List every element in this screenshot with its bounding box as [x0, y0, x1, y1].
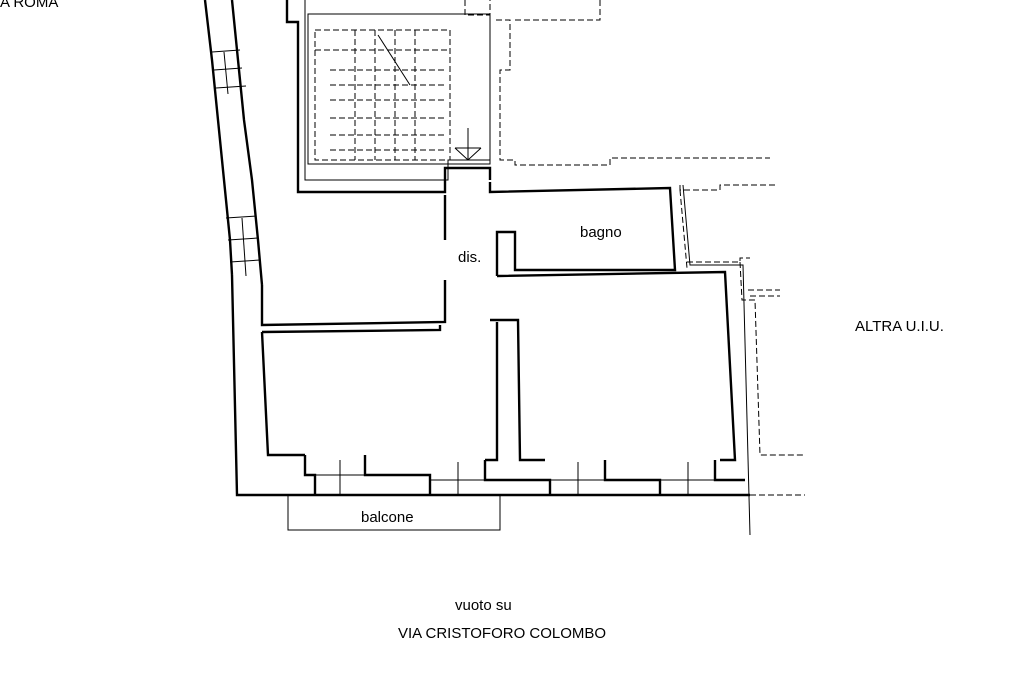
- interior-walls: [230, 182, 737, 497]
- front-facade-wall: [303, 455, 750, 497]
- stairwell: [285, 0, 770, 194]
- neighbor-unit-label: ALTRA U.I.U.: [855, 318, 944, 335]
- entrance-arrow-icon: [454, 128, 482, 161]
- window-left-lower: [225, 215, 261, 277]
- street-label-colombo: VIA CRISTOFORO COLOMBO: [398, 625, 606, 642]
- window-left-upper: [211, 49, 247, 95]
- window-front-3: [550, 462, 605, 495]
- balcony-label: balcone: [361, 509, 414, 526]
- window-front-4: [660, 462, 715, 495]
- window-front-1: [315, 460, 365, 495]
- window-front-2: [430, 462, 485, 495]
- room-label-bagno: bagno: [580, 224, 622, 241]
- void-label: vuoto su: [455, 597, 512, 614]
- street-label-roma: A ROMA: [0, 0, 58, 11]
- left-facade-wall: [203, 0, 264, 286]
- room-label-dis: dis.: [458, 249, 481, 266]
- neighbor-boundary: [679, 184, 805, 536]
- balcony: [287, 495, 501, 531]
